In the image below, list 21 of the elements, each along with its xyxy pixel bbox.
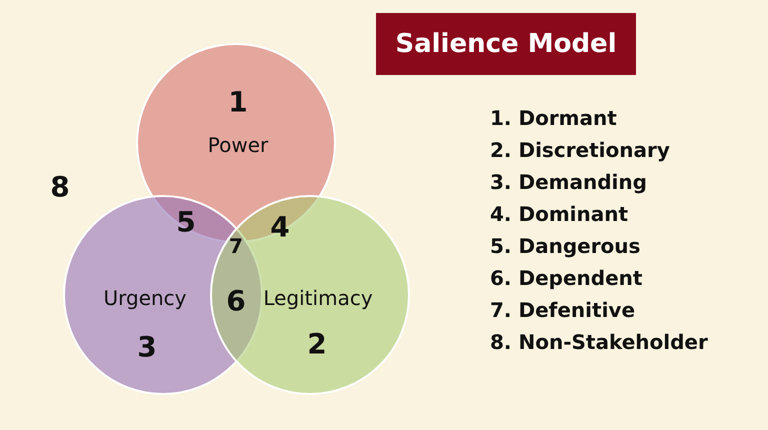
circle-label: Power	[208, 133, 268, 157]
title-banner	[376, 13, 636, 75]
title-text: Salience Model	[395, 29, 617, 59]
region-number: 1	[228, 86, 248, 118]
list-item: 4. Dominant	[490, 202, 628, 226]
region-number: 5	[176, 206, 196, 238]
list-item: 2. Discretionary	[490, 138, 670, 162]
list-item: 7. Defenitive	[490, 298, 636, 322]
region-number: 2	[307, 328, 327, 360]
circle-label: Urgency	[103, 286, 187, 310]
region-number: 7	[229, 234, 243, 258]
list-item: 1. Dormant	[490, 106, 617, 130]
list-item: 6. Dependent	[490, 266, 642, 290]
list-item: 5. Dangerous	[490, 234, 640, 258]
list-item: 8. Non-Stakeholder	[490, 330, 708, 354]
region-number: 6	[226, 284, 246, 318]
region-number: 4	[270, 210, 290, 244]
region-number: 3	[137, 330, 157, 364]
list-item: 3. Demanding	[490, 170, 647, 194]
region-number: 8	[50, 170, 70, 204]
circle-label: Legitimacy	[263, 286, 373, 310]
